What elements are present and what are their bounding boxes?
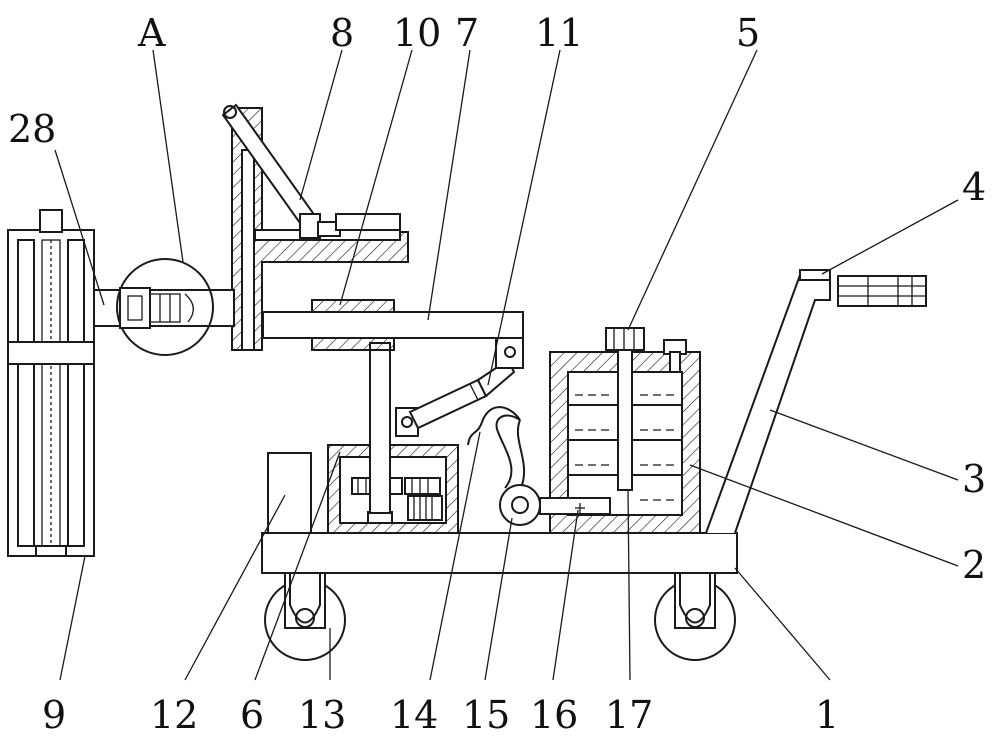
label-12: 12 (150, 693, 198, 737)
battery-box (267, 452, 312, 534)
callout-labels: A 28 8 10 7 11 5 4 3 2 9 12 6 13 14 15 1… (8, 11, 986, 737)
label-5: 5 (736, 11, 760, 55)
brush-assembly (7, 209, 95, 557)
pump (499, 484, 611, 526)
label-2: 2 (962, 543, 986, 587)
label-3: 3 (962, 457, 986, 501)
label-9: 9 (42, 693, 66, 737)
label-6: 6 (240, 693, 264, 737)
horizontal-arm (262, 299, 524, 369)
right-wheel (654, 572, 736, 661)
cart-platform (261, 532, 738, 574)
label-7: 7 (455, 11, 479, 55)
label-28: 28 (8, 107, 56, 151)
left-wheel (264, 572, 346, 661)
leader-lines (54, 49, 959, 681)
label-8: 8 (330, 11, 354, 55)
detail-a-connector (93, 258, 235, 356)
support-column (369, 342, 391, 514)
label-16: 16 (530, 693, 578, 737)
label-1: 1 (815, 693, 839, 737)
label-A: A (137, 11, 166, 55)
hose (467, 406, 526, 489)
motor-housing (327, 444, 459, 534)
label-11: 11 (535, 11, 583, 55)
link-bar (221, 103, 401, 239)
label-14: 14 (390, 693, 438, 737)
label-13: 13 (298, 693, 346, 737)
label-10: 10 (393, 11, 441, 55)
label-4: 4 (962, 165, 986, 209)
push-handle (705, 269, 927, 534)
label-15: 15 (462, 693, 510, 737)
label-17: 17 (605, 693, 653, 737)
